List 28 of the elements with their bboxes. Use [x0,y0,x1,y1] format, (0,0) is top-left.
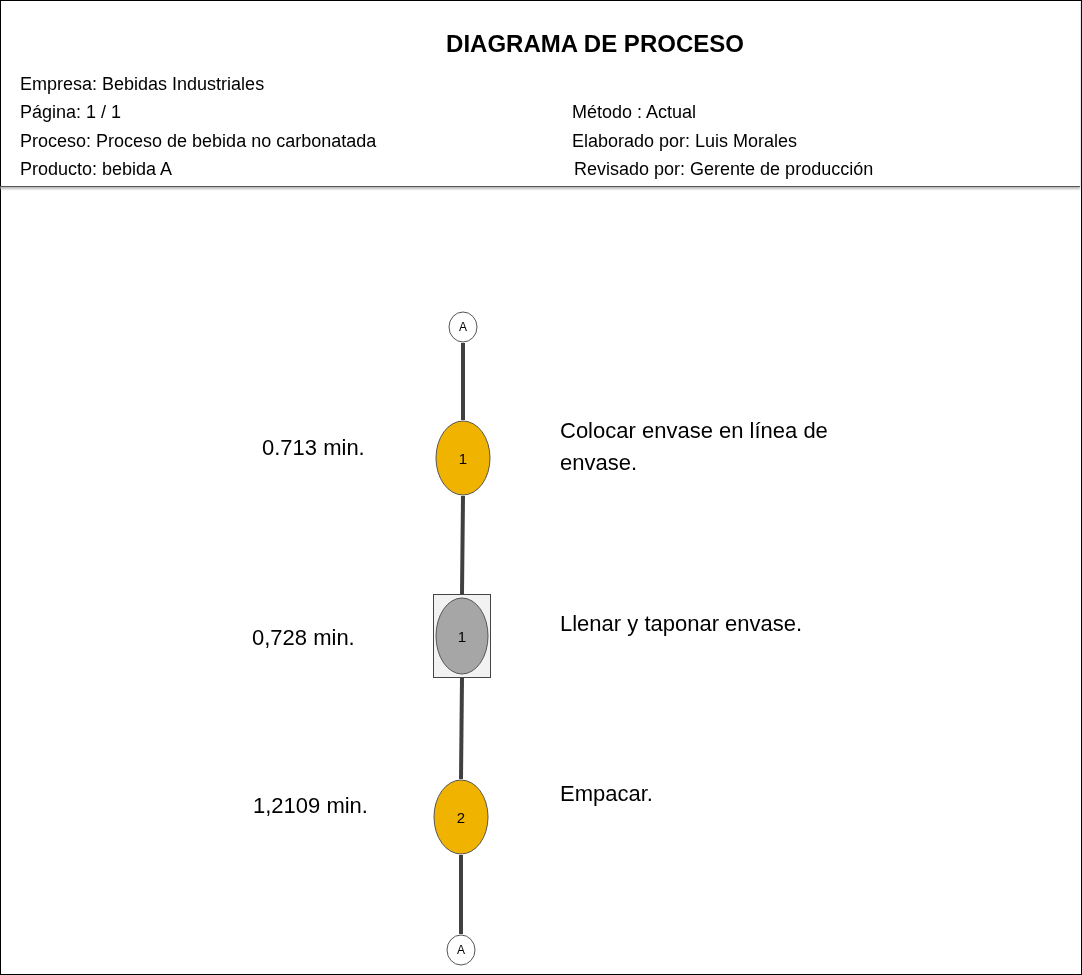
connector-line [460,495,465,595]
step-description: Colocar envase en línea de envase. [560,417,829,477]
connector-circle [446,934,476,966]
header-field-text: Proceso: Proceso de bebida no carbonatada [20,131,377,152]
duration-text: 0.713 min. [262,434,366,462]
diagram-title: DIAGRAMA DE PROCESO [445,30,745,58]
duration-text: 1,2109 min. [253,792,369,820]
step-number: 2 [455,808,467,826]
connector-circle [448,311,478,343]
step-description: Llenar y taponar envase. [560,610,804,638]
header-field-text: Método : Actual [572,102,697,123]
step-number: A [458,320,468,334]
header-field-text: Producto: bebida A [20,159,173,180]
header-field-text: Página: 1 / 1 [20,102,122,123]
step-number: 1 [456,627,468,645]
connector-line [459,855,463,934]
step-description: Empacar. [560,780,654,808]
duration-text: 0,728 min. [252,624,356,652]
header-field-text: Empresa: Bebidas Industriales [20,74,265,95]
connector-line [459,677,464,780]
header-field-text: Elaborado por: Luis Morales [572,131,798,152]
connector-line [461,343,465,420]
operation-circle [435,420,491,496]
header-field-text: Revisado por: Gerente de producción [574,159,874,180]
step-number: 1 [457,449,469,467]
combined-activity-symbol [433,594,491,678]
step-number: A [456,943,466,957]
operation-circle [433,779,489,855]
